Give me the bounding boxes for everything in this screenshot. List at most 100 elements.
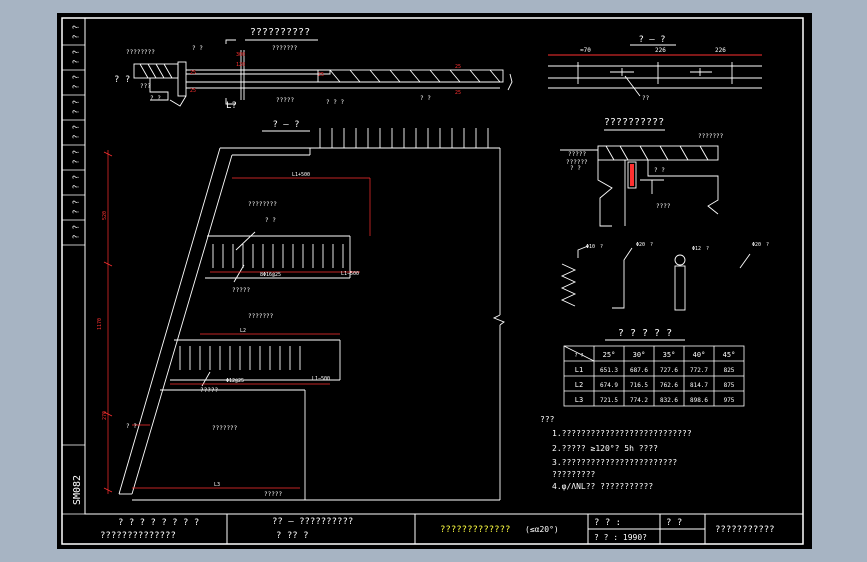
elev-label-10: L? [226, 101, 237, 111]
angle-note: (≤α20°) [525, 525, 559, 534]
elev-label-6: ? ? [150, 95, 161, 102]
table-cell-r2-c5: 975 [724, 397, 735, 404]
side-cell-7: ? ? [72, 175, 81, 190]
detail-drawing [560, 145, 719, 227]
elev-label-3: ??????? [272, 45, 298, 52]
table-cell-r2-c3: 832.6 [660, 397, 678, 404]
note-4: ????????? [552, 470, 596, 479]
svg-text:25: 25 [455, 64, 461, 70]
table-cell-r1-c2: 716.5 [630, 382, 648, 389]
elev-label-5: ????? [276, 97, 294, 104]
plan-label-2: ? ? [126, 423, 137, 430]
svg-text:120: 120 [236, 62, 245, 68]
svg-text:25: 25 [190, 88, 196, 94]
section-a-title: ? — ? [638, 35, 665, 45]
side-cell-1: ? ? [72, 25, 81, 40]
table-cell-r0-c5: 825 [724, 367, 735, 374]
side-cell-4: ? ? [72, 100, 81, 115]
length-table [563, 345, 745, 407]
table-cell-r0-c0: L1 [575, 366, 583, 374]
svg-text:300: 300 [236, 52, 245, 58]
side-cell-5: ? ? [72, 125, 81, 140]
notes: ??? 1.??????????????????????????? 2.????… [540, 415, 692, 491]
bar-sub-3: ? [706, 246, 709, 252]
detail-label-2: ????? [568, 151, 586, 158]
table-header-0: ? ? [574, 353, 583, 359]
side-cell-6: ? ? [72, 150, 81, 165]
detail-label-5: ???? [656, 203, 671, 210]
detail-labels: ??????? ????? ? ? ?????? ???? ? ? [566, 133, 724, 210]
section-a-dim-2: 226 [655, 47, 666, 54]
side-strip-text: ? ? ? ? ? ? ? ? ? ? ? ? ? ? ? ? ? ? SM08… [72, 25, 84, 505]
plan-label-7: ????? [264, 491, 282, 498]
plan-dim-1: 1170 [97, 318, 103, 330]
plan-dim-10: 8Φ16@25 [260, 272, 281, 278]
plan-dim-text: 1170 520 270 L1+500 L2 L3 L1−500 L1−500 … [97, 172, 359, 488]
plan-label-4: ??????? [248, 313, 274, 320]
plan-dim-9: ? ? [265, 217, 276, 224]
elev-label-9: ? ? [420, 95, 431, 102]
table-header-5: 45° [723, 351, 736, 359]
bar-sub-1: ? [600, 244, 603, 250]
section-a-dims: ≈70 226 226 ?? [580, 47, 726, 102]
table-cell-r2-c2: 774.2 [630, 397, 648, 404]
table-cell-r2-c4: 898.6 [690, 397, 708, 404]
elev-label-2: ? ? [192, 45, 203, 52]
elev-label-8: ? ? ? [326, 99, 344, 106]
bar-label-4: Φ20 [752, 242, 761, 248]
table-cell-r1-c0: L2 [575, 381, 583, 389]
bar-label-2: Φ20 [636, 242, 645, 248]
table-cells: ? ? 25° 30° 35° 40° 45° L1 651.3 687.6 7… [574, 351, 735, 404]
table-cell-r0-c2: 687.6 [630, 367, 648, 374]
title-block [85, 513, 803, 544]
plan-dim-5: L2 [240, 328, 246, 334]
section-a-drawing [548, 54, 762, 97]
elevation-dims: 300 120 25 25 25 25 25 [190, 52, 461, 96]
elev-label-4: ??? [140, 83, 151, 90]
table-cell-r1-c5: 875 [724, 382, 735, 389]
plan-drawing [118, 128, 505, 501]
table-cell-r1-c4: 814.7 [690, 382, 708, 389]
detail-label-4: ?????? [566, 159, 588, 166]
section-a-label: ?? [642, 95, 650, 102]
side-cell-2: ? ? [72, 50, 81, 65]
table-cell-r0-c4: 772.7 [690, 367, 708, 374]
plan-dim-8: L1−500 [312, 376, 330, 382]
side-cell-8: ? ? [72, 200, 81, 215]
note-1: 1.??????????????????????????? [552, 429, 692, 438]
detail-label-6: ? ? [654, 167, 665, 174]
table-cell-r1-c3: 762.6 [660, 382, 678, 389]
plan-label-3: ????? [232, 287, 250, 294]
plan-label-6: ??????? [212, 425, 238, 432]
table-title: ? ? ? ? ? [618, 328, 672, 339]
note-5: 4.φ/ΛNL?? ??????????? [552, 482, 653, 491]
plan-dim-7: L1−500 [341, 271, 359, 277]
detail-label-1: ??????? [698, 133, 724, 140]
drawing-sheet [57, 13, 812, 549]
elevation-drawing [133, 39, 513, 107]
field-1: ? ? : [594, 518, 621, 528]
side-strip [62, 44, 85, 515]
table-header-2: 30° [633, 351, 646, 359]
plan-dimension-lines [103, 150, 371, 494]
company-line-1: ? ? ? ? ? ? ? ? [118, 518, 199, 528]
elev-label-7: ? ? [114, 75, 130, 85]
table-cell-r2-c1: 721.5 [600, 397, 618, 404]
field-3: ? ? [666, 518, 682, 528]
bar-sub-2: ? [650, 242, 653, 248]
svg-text:25: 25 [318, 72, 324, 78]
table-cell-r0-c1: 651.3 [600, 367, 618, 374]
detail-label-3: ? ? [570, 165, 581, 172]
section-a-dim-3: 226 [715, 47, 726, 54]
field-2: ? ? : 1990? [594, 533, 647, 542]
elev-label-1: ???????? [126, 49, 155, 56]
table-header-4: 40° [693, 351, 706, 359]
bar-shapes [560, 245, 751, 311]
section-a-dim-1: ≈70 [580, 47, 591, 54]
field-4: ??????????? [715, 525, 775, 535]
plan-label-1: ???????? [248, 201, 277, 208]
note-3: 3.???????????????????????? [552, 458, 677, 467]
bar-label-3: Φ12 [692, 246, 701, 252]
table-header-1: 25° [603, 351, 616, 359]
